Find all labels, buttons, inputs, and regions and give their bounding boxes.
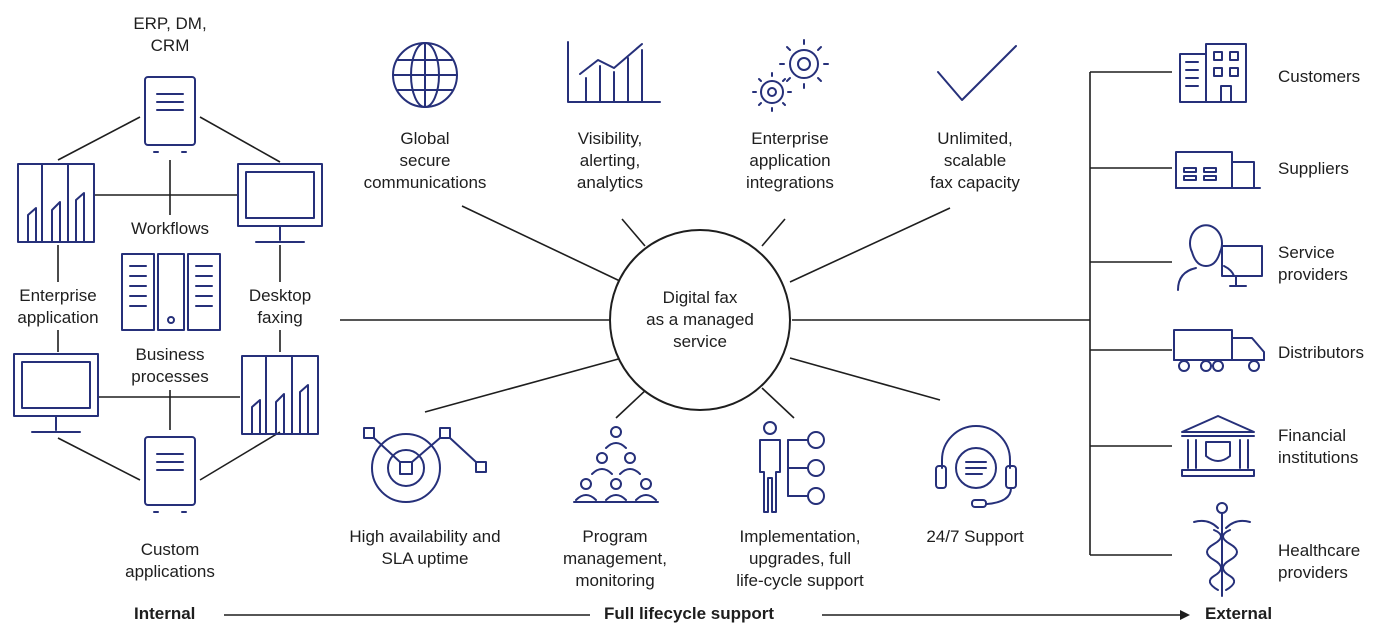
warehouse-icon xyxy=(1175,151,1261,189)
center-circle xyxy=(609,229,791,411)
feature-label-support: 24/7 Support xyxy=(926,527,1024,546)
footer-external: External xyxy=(1205,604,1273,623)
person-computer-icon xyxy=(1177,224,1263,291)
external-label-suppliers: Suppliers xyxy=(1278,159,1349,178)
server-rack-icon xyxy=(121,253,221,331)
truck-icon xyxy=(1173,329,1265,372)
feature-label-availability: High availability and SLA uptime xyxy=(349,527,501,568)
target-icon xyxy=(363,427,487,503)
desktop-faxing-label: Desktop faxing xyxy=(248,286,312,327)
gears-icon xyxy=(752,39,829,112)
enterprise-application-label: Enterprise application xyxy=(17,286,99,327)
erp-label: ERP, DM, CRM xyxy=(133,14,207,55)
desktop-monitor-icon-right xyxy=(237,163,323,243)
footer-middle: Full lifecycle support xyxy=(604,604,775,623)
server-icon-bottom xyxy=(144,436,196,513)
building-icon xyxy=(1179,43,1247,103)
feature-label-global: Global secure communications xyxy=(363,129,487,192)
analytics-chart-icon xyxy=(567,41,661,103)
checkmark-icon xyxy=(937,45,1017,101)
footer-internal: Internal xyxy=(134,604,196,623)
desktop-monitor-icon-left xyxy=(13,353,99,433)
caduceus-icon xyxy=(1193,502,1251,597)
file-cabinet-icon-right xyxy=(241,355,319,435)
file-cabinet-icon-left xyxy=(17,163,95,243)
external-label-healthcare: Healthcare providers xyxy=(1278,541,1361,582)
headset-icon xyxy=(935,425,1017,508)
bank-icon xyxy=(1181,415,1255,477)
external-label-service-providers: Service providers xyxy=(1278,243,1348,284)
business-processes-label: Business processes xyxy=(110,344,230,388)
external-label-distributors: Distributors xyxy=(1278,343,1364,362)
external-label-financial: Financial institutions xyxy=(1278,426,1359,467)
feature-label-capacity: Unlimited, scalable fax capacity xyxy=(930,129,1020,192)
feature-label-program: Program management, monitoring xyxy=(563,527,667,590)
feature-label-integrations: Enterprise application integrations xyxy=(746,129,834,192)
people-pyramid-icon xyxy=(573,426,659,503)
center-label: Digital fax as a managed service xyxy=(646,288,754,351)
person-hierarchy-icon xyxy=(759,421,825,513)
server-icon-top xyxy=(144,76,196,153)
custom-applications-label: Custom applications xyxy=(125,540,215,581)
external-label-customers: Customers xyxy=(1278,67,1361,86)
workflows-label: Workflows xyxy=(110,218,230,240)
globe-icon xyxy=(392,42,458,108)
feature-label-implementation: Implementation, upgrades, full life-cycl… xyxy=(736,527,864,590)
feature-label-visibility: Visibility, alerting, analytics xyxy=(576,129,644,192)
